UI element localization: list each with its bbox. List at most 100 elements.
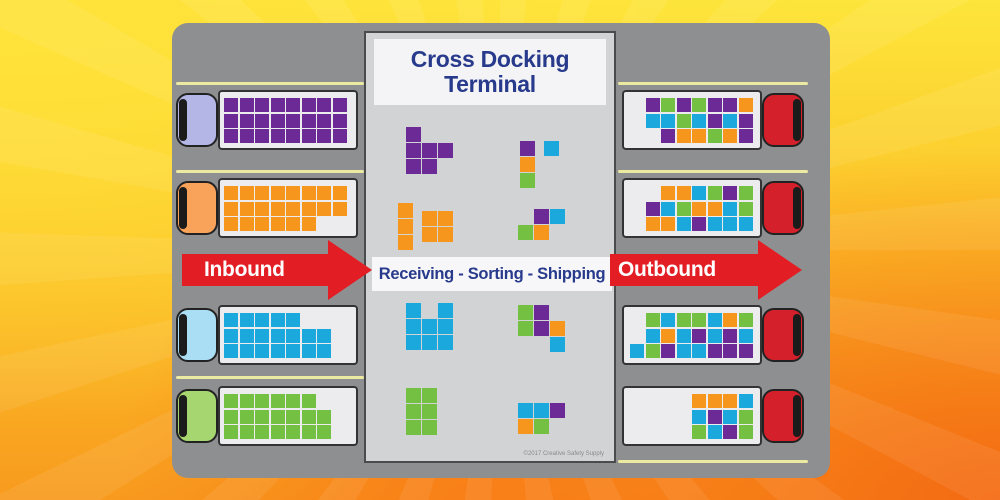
inbound-truck xyxy=(176,305,362,365)
cargo-box xyxy=(239,201,254,216)
outbound-truck xyxy=(622,90,808,150)
sorting-box xyxy=(534,419,549,434)
sorting-box xyxy=(398,203,413,218)
cargo-box xyxy=(645,313,660,327)
cargo-box xyxy=(270,328,285,343)
sorting-box xyxy=(438,303,453,318)
cargo-box xyxy=(286,186,300,200)
cargo-box xyxy=(661,217,675,231)
cargo-box xyxy=(692,425,706,439)
truck-cab xyxy=(762,93,804,147)
cargo-box xyxy=(692,409,706,424)
cargo-box xyxy=(239,98,254,112)
cargo-box xyxy=(239,129,254,143)
cargo-box xyxy=(738,313,753,327)
truck-cab xyxy=(762,308,804,362)
cargo-box xyxy=(707,328,722,343)
cargo-box xyxy=(255,201,269,216)
cargo-box xyxy=(661,98,675,112)
copyright-text: ©2017 Creative Safety Supply xyxy=(523,451,604,457)
sorting-box xyxy=(534,321,549,336)
inbound-truck xyxy=(176,386,362,446)
sorting-box xyxy=(422,143,437,158)
cargo-box xyxy=(270,313,285,327)
sorting-box xyxy=(406,159,421,174)
cargo-box xyxy=(723,98,737,112)
cargo-box xyxy=(723,313,737,327)
cargo-box xyxy=(301,98,316,112)
cargo-grid xyxy=(630,313,753,358)
sorting-box xyxy=(438,143,453,158)
cargo-box xyxy=(239,186,254,200)
cargo-box xyxy=(332,186,347,200)
cargo-box xyxy=(286,425,300,439)
windshield xyxy=(793,187,801,229)
outbound-arrow: Outbound xyxy=(610,240,806,300)
cargo-box xyxy=(301,409,316,424)
cargo-box xyxy=(239,328,254,343)
cargo-box xyxy=(317,425,331,439)
sorting-box xyxy=(520,157,535,172)
cargo-box xyxy=(317,129,331,143)
sorting-box xyxy=(518,419,533,434)
cargo-box xyxy=(723,394,737,408)
sorting-box xyxy=(422,404,437,419)
cargo-box xyxy=(317,98,331,112)
cargo-box xyxy=(707,344,722,358)
sorting-box xyxy=(422,388,437,403)
cargo-box xyxy=(676,313,691,327)
cargo-box xyxy=(692,129,706,143)
windshield xyxy=(179,314,187,356)
sorting-box xyxy=(438,319,453,334)
cargo-box xyxy=(738,394,753,408)
cross-docking-diagram: Cross Docking Terminal Receiving - Sorti… xyxy=(172,23,830,478)
cargo-box xyxy=(239,313,254,327)
cargo-box xyxy=(255,129,269,143)
sorting-box xyxy=(438,211,453,226)
cargo-box xyxy=(270,425,285,439)
cargo-box xyxy=(692,328,706,343)
truck-trailer xyxy=(218,386,358,446)
cargo-box xyxy=(255,328,269,343)
sorting-box xyxy=(438,335,453,350)
truck-trailer xyxy=(218,178,358,238)
cargo-box xyxy=(224,201,238,216)
cargo-box xyxy=(738,328,753,343)
cargo-box xyxy=(224,313,238,327)
cargo-grid xyxy=(630,186,753,231)
cargo-box xyxy=(270,129,285,143)
cargo-box xyxy=(255,313,269,327)
cargo-box xyxy=(645,328,660,343)
cargo-box xyxy=(645,344,660,358)
lane-line-right-2 xyxy=(618,170,808,173)
cargo-box xyxy=(661,186,675,200)
sorting-box xyxy=(406,388,421,403)
windshield xyxy=(793,395,801,437)
cargo-box xyxy=(286,409,300,424)
lane-line-left-3 xyxy=(176,376,364,379)
cargo-grid xyxy=(224,98,347,143)
cargo-box xyxy=(270,98,285,112)
lane-line-left-2 xyxy=(176,170,364,173)
lane-line-left-1 xyxy=(176,82,364,85)
cargo-box xyxy=(676,113,691,128)
outbound-truck xyxy=(622,178,808,238)
sorting-box xyxy=(544,141,559,156)
outbound-arrowhead-icon xyxy=(758,240,802,300)
cargo-box xyxy=(332,113,347,128)
cargo-box xyxy=(723,113,737,128)
sorting-box xyxy=(422,420,437,435)
truck-cab xyxy=(176,93,218,147)
inbound-arrowhead-icon xyxy=(328,240,372,300)
cargo-box xyxy=(738,98,753,112)
cargo-box xyxy=(255,113,269,128)
cargo-box xyxy=(661,201,675,216)
cargo-box xyxy=(692,113,706,128)
sorting-box xyxy=(438,227,453,242)
sorting-box xyxy=(534,225,549,240)
cargo-box xyxy=(224,98,238,112)
cargo-box xyxy=(723,129,737,143)
cargo-box xyxy=(286,344,300,358)
cargo-box xyxy=(723,425,737,439)
cargo-box xyxy=(723,201,737,216)
